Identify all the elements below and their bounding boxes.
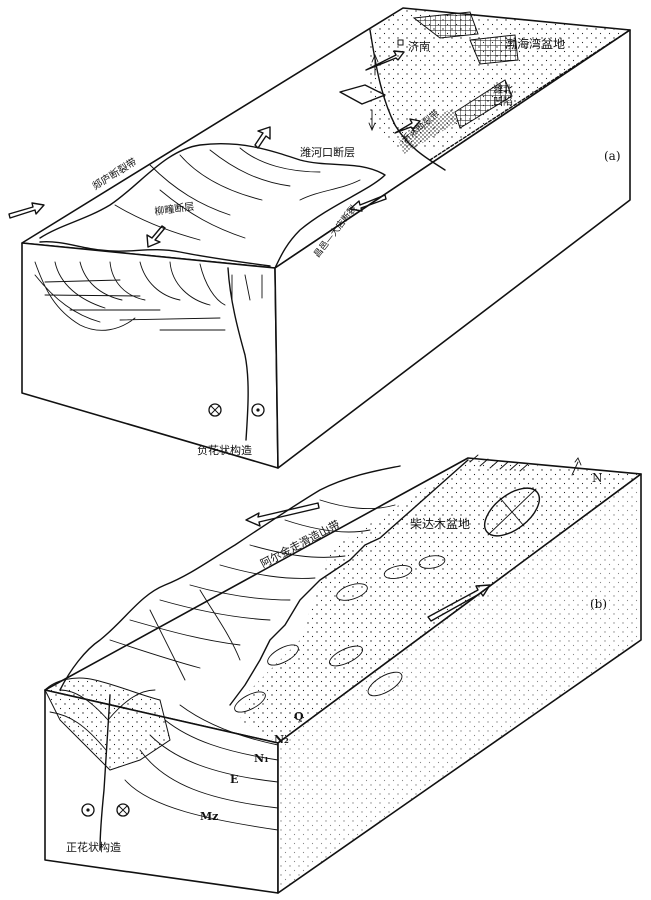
bohai-basin-label: 渤海湾盆地	[505, 36, 565, 51]
fold-ellipse	[234, 691, 266, 713]
flower-fault-net	[34, 261, 226, 331]
out-of-page-dot	[256, 408, 260, 412]
unit-n1: N₁	[254, 752, 269, 765]
front-ridge	[39, 240, 271, 267]
fold-ellipse	[267, 644, 299, 666]
jinan-label: 济南	[408, 39, 430, 53]
panel-a-label: (a)	[604, 149, 621, 163]
negative-flower-label: 负花状构造	[197, 443, 252, 457]
range-front	[229, 459, 469, 706]
fault-trace	[429, 29, 631, 161]
strain-axes	[487, 488, 537, 536]
into-page-cross	[210, 405, 220, 415]
out-of-page-dot-b	[86, 808, 90, 812]
north-label: N	[592, 471, 603, 485]
shear-arrow-top	[365, 50, 405, 71]
strain-ellipse	[483, 487, 541, 537]
extension-arrow-up	[254, 126, 271, 149]
arrow-down	[368, 109, 376, 132]
fold-ellipse	[383, 564, 413, 580]
shear-arrow-left	[8, 202, 45, 219]
fold-ellipse	[336, 583, 368, 601]
mountain-hachures	[109, 499, 396, 681]
weihekou-fault-label: 潍河口断层	[300, 145, 355, 159]
unit-q: Q	[294, 710, 304, 723]
weibei-grid	[454, 79, 513, 129]
fold-ellipses	[234, 487, 541, 713]
jinan-city-icon	[397, 39, 404, 46]
mountain-crest	[59, 465, 401, 691]
block-diagram-a	[8, 7, 631, 469]
range-ticks	[469, 454, 529, 472]
fault-belt-stipple	[398, 108, 458, 154]
qaidam-stipple	[240, 460, 641, 743]
fold-ellipse	[418, 555, 446, 569]
basin-shear-arrow	[427, 584, 491, 622]
into-page-cross-b	[118, 805, 128, 815]
fold-ellipse	[367, 671, 403, 697]
panel-b-label: (b)	[590, 597, 607, 611]
unit-mz: Mz	[200, 810, 218, 823]
weibei-label-2: 凹陷	[493, 95, 513, 108]
outcrop-grid-1	[412, 11, 479, 39]
right-face-stipple	[278, 474, 641, 893]
shear-arrow-mid	[394, 118, 421, 134]
bohai-stipple	[370, 8, 630, 150]
unit-n2: N₂	[274, 733, 289, 746]
qaidam-label: 柴达木盆地	[410, 517, 470, 531]
hachure-lines	[114, 147, 361, 241]
shear-arrow-right	[349, 194, 387, 212]
fault-splays	[231, 274, 263, 301]
positive-flower-label: 正花状构造	[66, 840, 121, 854]
master-fault-a	[227, 267, 249, 441]
block-diagram-b	[44, 454, 642, 894]
north-arrow	[571, 457, 582, 476]
fold-ellipse	[328, 645, 364, 667]
strata-lines	[124, 704, 279, 831]
extension-arrow-down	[146, 225, 166, 248]
unit-e: E	[230, 773, 238, 786]
master-fault-b	[99, 694, 111, 851]
outcrop-grid-2	[469, 34, 519, 65]
weibei-label-1: 潍北	[493, 84, 513, 96]
strain-rhomb	[339, 84, 386, 105]
flower-splays	[49, 689, 156, 751]
altun-shear-arrow	[245, 502, 320, 527]
uplift-outline	[39, 142, 386, 269]
